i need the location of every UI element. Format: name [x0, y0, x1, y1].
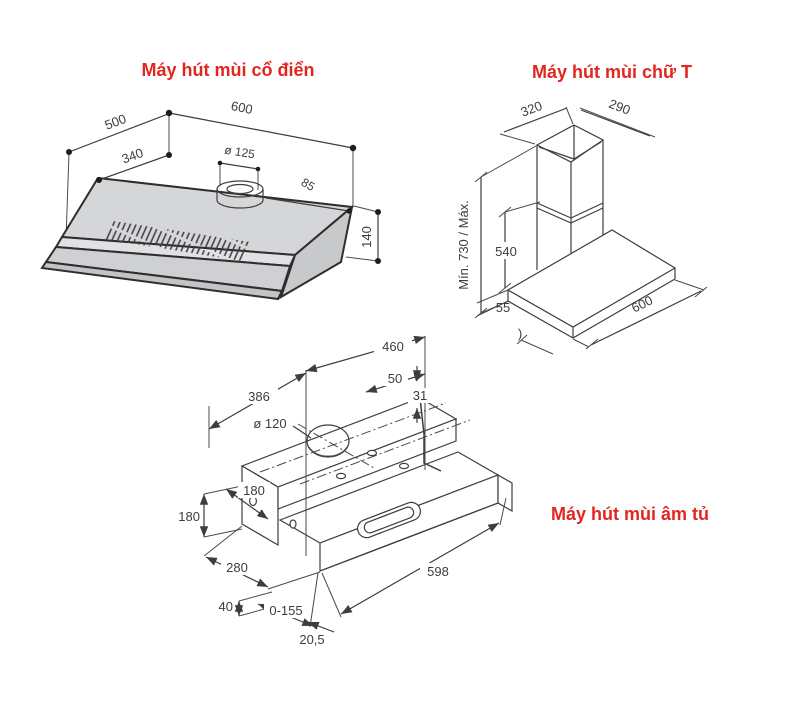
classic-hood-drawing: 500 340 600 ø 125 85 140	[40, 98, 381, 301]
t-shape-dimension-lines	[474, 106, 708, 355]
built-in-dim-pullout-range: 0-155	[269, 603, 302, 618]
built-in-dim-280-bg	[221, 559, 253, 575]
built-in-dim-total-depth: 460	[382, 339, 404, 354]
built-in-dim-50-bg	[382, 371, 408, 386]
built-in-hood-title: Máy hút mùi âm tủ	[551, 504, 709, 524]
built-in-dim-180i-bg	[238, 482, 270, 498]
classic-dim-duct-offset: 85	[299, 175, 318, 194]
built-in-dim-mount-depth: 280	[226, 560, 248, 575]
built-in-dim-body-height-inner: 180	[243, 483, 265, 498]
t-shape-dim-chimney-lower: 540	[495, 244, 517, 259]
t-shape-hood-drawing: 320 290 Mín. 730 / Máx. 540 55 ) 600	[456, 96, 708, 355]
built-in-dim-bottom-gap: 40	[219, 599, 233, 614]
classic-dim-width-top: 600	[230, 98, 254, 117]
t-shape-cropped-mark: )	[518, 326, 522, 341]
built-in-hood-drawing: 460 386 50 31 ø 120 180 180 280 40 0-155…	[178, 335, 513, 647]
built-in-dim-front-gap: 50	[388, 371, 402, 386]
classic-hood-title: Máy hút mùi cổ điển	[141, 60, 314, 80]
t-shape-base-plate	[506, 229, 677, 339]
built-in-dim-460-bg	[374, 338, 412, 354]
built-in-dim-visor-thickness: 20,5	[299, 632, 324, 647]
built-in-dim-598-bg	[420, 563, 456, 579]
built-in-dim-0155-bg	[264, 602, 308, 618]
t-shape-hood-title: Máy hút mùi chữ T	[532, 62, 692, 82]
classic-duct-collar	[216, 180, 264, 209]
built-in-dim-front-lip: 31	[413, 388, 427, 403]
built-in-dim-31-bg	[408, 388, 432, 403]
classic-extension-lines	[65, 113, 379, 262]
built-in-dim-duct-diameter: ø 120	[253, 416, 286, 431]
classic-hood-body	[40, 176, 355, 301]
built-in-dim-body-height: 180	[178, 509, 200, 524]
classic-grille	[103, 221, 250, 261]
t-shape-dim-base-width: 600	[629, 292, 655, 315]
classic-dim-duct-diameter: ø 125	[223, 143, 256, 162]
built-in-dim-body-depth: 386	[248, 389, 270, 404]
t-shape-dim-height-range: Mín. 730 / Máx.	[456, 200, 471, 290]
built-in-duct-collar	[306, 424, 350, 458]
built-in-dim-visor-width: 598	[427, 564, 449, 579]
t-shape-dim-540-bg	[492, 242, 520, 259]
t-shape-dim-chimney-width: 320	[519, 98, 545, 120]
classic-dimension-lines	[66, 109, 381, 264]
classic-dim-depth-inner: 340	[120, 145, 146, 167]
classic-dim-depth: 500	[103, 111, 129, 133]
built-in-dim-386-bg	[240, 388, 278, 404]
t-shape-dim-base-thickness: 55	[496, 300, 510, 315]
t-shape-dim-chimney-depth: 290	[607, 96, 633, 118]
classic-dim-body-height: 140	[359, 226, 374, 248]
